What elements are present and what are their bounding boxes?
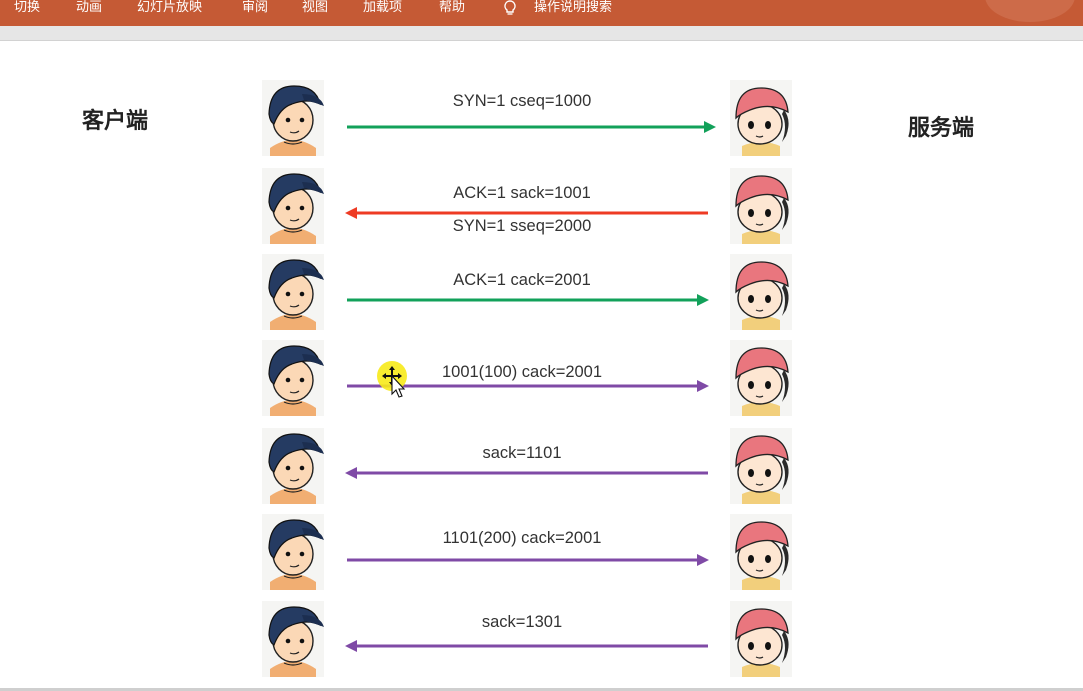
girl-avatar-icon xyxy=(730,428,792,504)
ribbon-bar: 切换 动画 幻灯片放映 审阅 视图 加载项 帮助 操作说明搜索 xyxy=(0,0,1083,26)
ribbon-strip xyxy=(0,26,1083,41)
boy-avatar-icon xyxy=(262,254,324,330)
server-avatar xyxy=(730,80,792,156)
girl-avatar-icon xyxy=(730,340,792,416)
girl-avatar-icon xyxy=(730,80,792,156)
boy-avatar-icon xyxy=(262,168,324,244)
server-avatar xyxy=(730,168,792,244)
client-avatar xyxy=(262,340,324,416)
server-avatar xyxy=(730,428,792,504)
arrow-left xyxy=(345,640,708,652)
tab-view[interactable]: 视图 xyxy=(302,0,329,15)
client-avatar xyxy=(262,168,324,244)
server-avatar xyxy=(730,254,792,330)
arrow-left xyxy=(345,207,708,219)
girl-avatar-icon xyxy=(730,168,792,244)
slide-canvas xyxy=(0,41,1083,688)
boy-avatar-icon xyxy=(262,428,324,504)
client-avatar xyxy=(262,428,324,504)
message-label: 1001(100) cack=2001 xyxy=(441,363,603,381)
client-title: 客户端 xyxy=(82,109,149,134)
tab-animations[interactable]: 动画 xyxy=(76,0,103,15)
tab-transitions[interactable]: 切换 xyxy=(14,0,41,15)
client-avatar xyxy=(262,254,324,330)
client-avatar xyxy=(262,80,324,156)
boy-avatar-icon xyxy=(262,340,324,416)
message-label: SYN=1 sseq=2000 xyxy=(452,217,592,235)
boy-avatar-icon xyxy=(262,601,324,677)
client-avatar xyxy=(262,514,324,590)
girl-avatar-icon xyxy=(730,514,792,590)
server-avatar xyxy=(730,340,792,416)
arrow-right xyxy=(347,554,709,566)
server-avatar xyxy=(730,601,792,677)
boy-avatar-icon xyxy=(262,514,324,590)
message-label: ACK=1 cack=2001 xyxy=(453,271,591,289)
girl-avatar-icon xyxy=(730,254,792,330)
tab-help[interactable]: 帮助 xyxy=(439,0,466,15)
client-avatar xyxy=(262,601,324,677)
server-title: 服务端 xyxy=(908,116,975,141)
tell-me-search[interactable]: 操作说明搜索 xyxy=(534,0,613,15)
arrow-right xyxy=(347,294,709,306)
move-cursor-icon xyxy=(377,361,407,398)
message-label: SYN=1 cseq=1000 xyxy=(452,92,592,110)
arrow-right xyxy=(347,121,716,133)
slide-bottom-edge xyxy=(0,688,1083,691)
tab-addins[interactable]: 加载项 xyxy=(363,0,403,15)
tab-slideshow[interactable]: 幻灯片放映 xyxy=(137,0,203,15)
message-label: ACK=1 sack=1001 xyxy=(453,184,591,202)
tab-review[interactable]: 审阅 xyxy=(242,0,269,15)
arrow-left xyxy=(345,467,708,479)
lightbulb-icon[interactable] xyxy=(503,0,517,18)
message-label: sack=1301 xyxy=(481,613,563,631)
ribbon-decoration xyxy=(985,0,1075,22)
boy-avatar-icon xyxy=(262,80,324,156)
message-label: 1101(200) cack=2001 xyxy=(442,529,602,547)
girl-avatar-icon xyxy=(730,601,792,677)
arrow-right xyxy=(347,380,709,392)
message-label: sack=1101 xyxy=(482,444,562,462)
server-avatar xyxy=(730,514,792,590)
